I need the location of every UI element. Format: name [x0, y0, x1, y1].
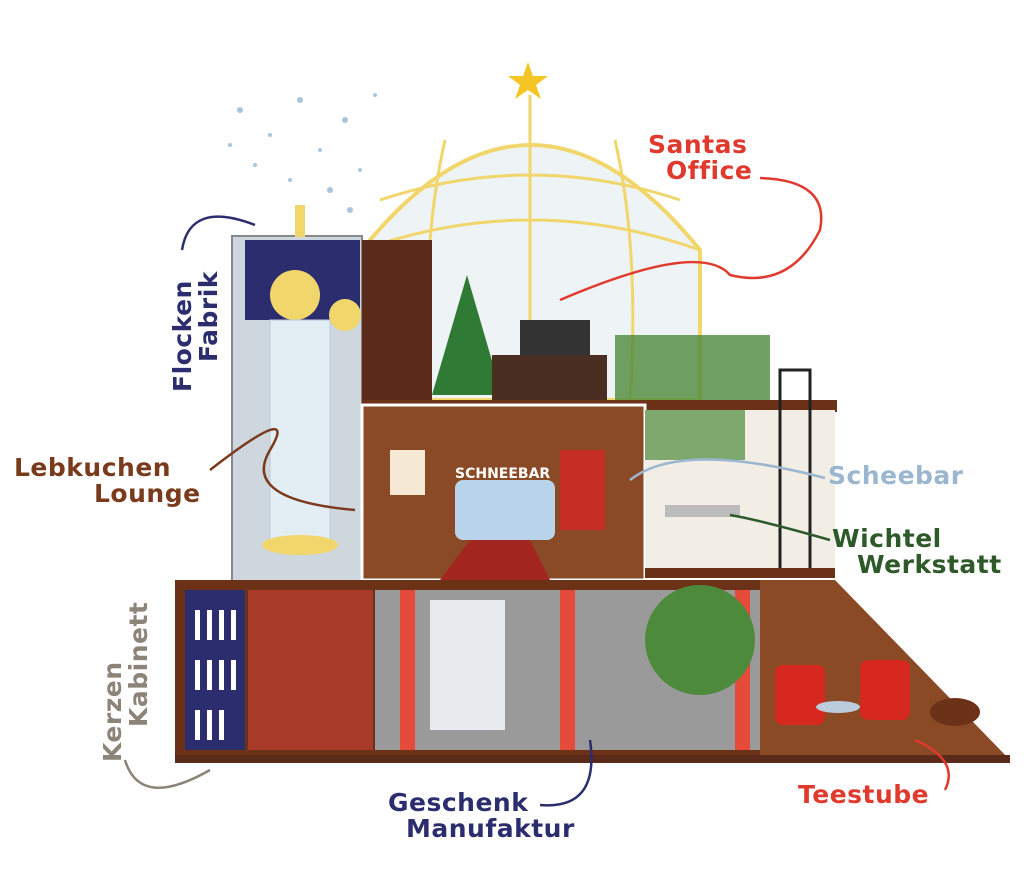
- label-line: Wichtel: [832, 524, 942, 553]
- label-line: Geschenk: [388, 788, 529, 817]
- label-line: Lebkuchen: [14, 453, 172, 482]
- label-teestube: Teestube: [798, 780, 930, 809]
- christmas-tree: [432, 275, 502, 395]
- label-geschenk-manufaktur: Geschenk Manufaktur: [388, 788, 575, 844]
- label-lebkuchen-lounge: Lebkuchen Lounge: [14, 453, 201, 509]
- snowflakes: [228, 93, 377, 213]
- label-line: Lounge: [94, 479, 201, 509]
- label-line: Werkstatt: [857, 550, 1002, 580]
- label-line: Office: [666, 156, 753, 186]
- label-line: Kerzen: [98, 661, 127, 762]
- star-icon: [508, 62, 548, 99]
- label-santas-office: Santas Office: [648, 130, 753, 186]
- label-flocken-fabrik: Flocken Fabrik: [168, 271, 224, 392]
- label-kerzen-kabinett: Kerzen Kabinett: [98, 601, 154, 762]
- label-line: Flocken: [168, 280, 197, 392]
- label-line: Fabrik: [194, 271, 224, 362]
- label-line: Kabinett: [124, 601, 154, 727]
- schneebar-sign: SCHNEEBAR: [455, 466, 550, 482]
- label-arrows: [123, 176, 950, 807]
- label-scheebar: Scheebar: [828, 461, 964, 490]
- label-wichtel-werkstatt: Wichtel Werkstatt: [832, 524, 1002, 580]
- label-line: Manufaktur: [406, 814, 575, 844]
- label-line: Santas: [648, 130, 748, 159]
